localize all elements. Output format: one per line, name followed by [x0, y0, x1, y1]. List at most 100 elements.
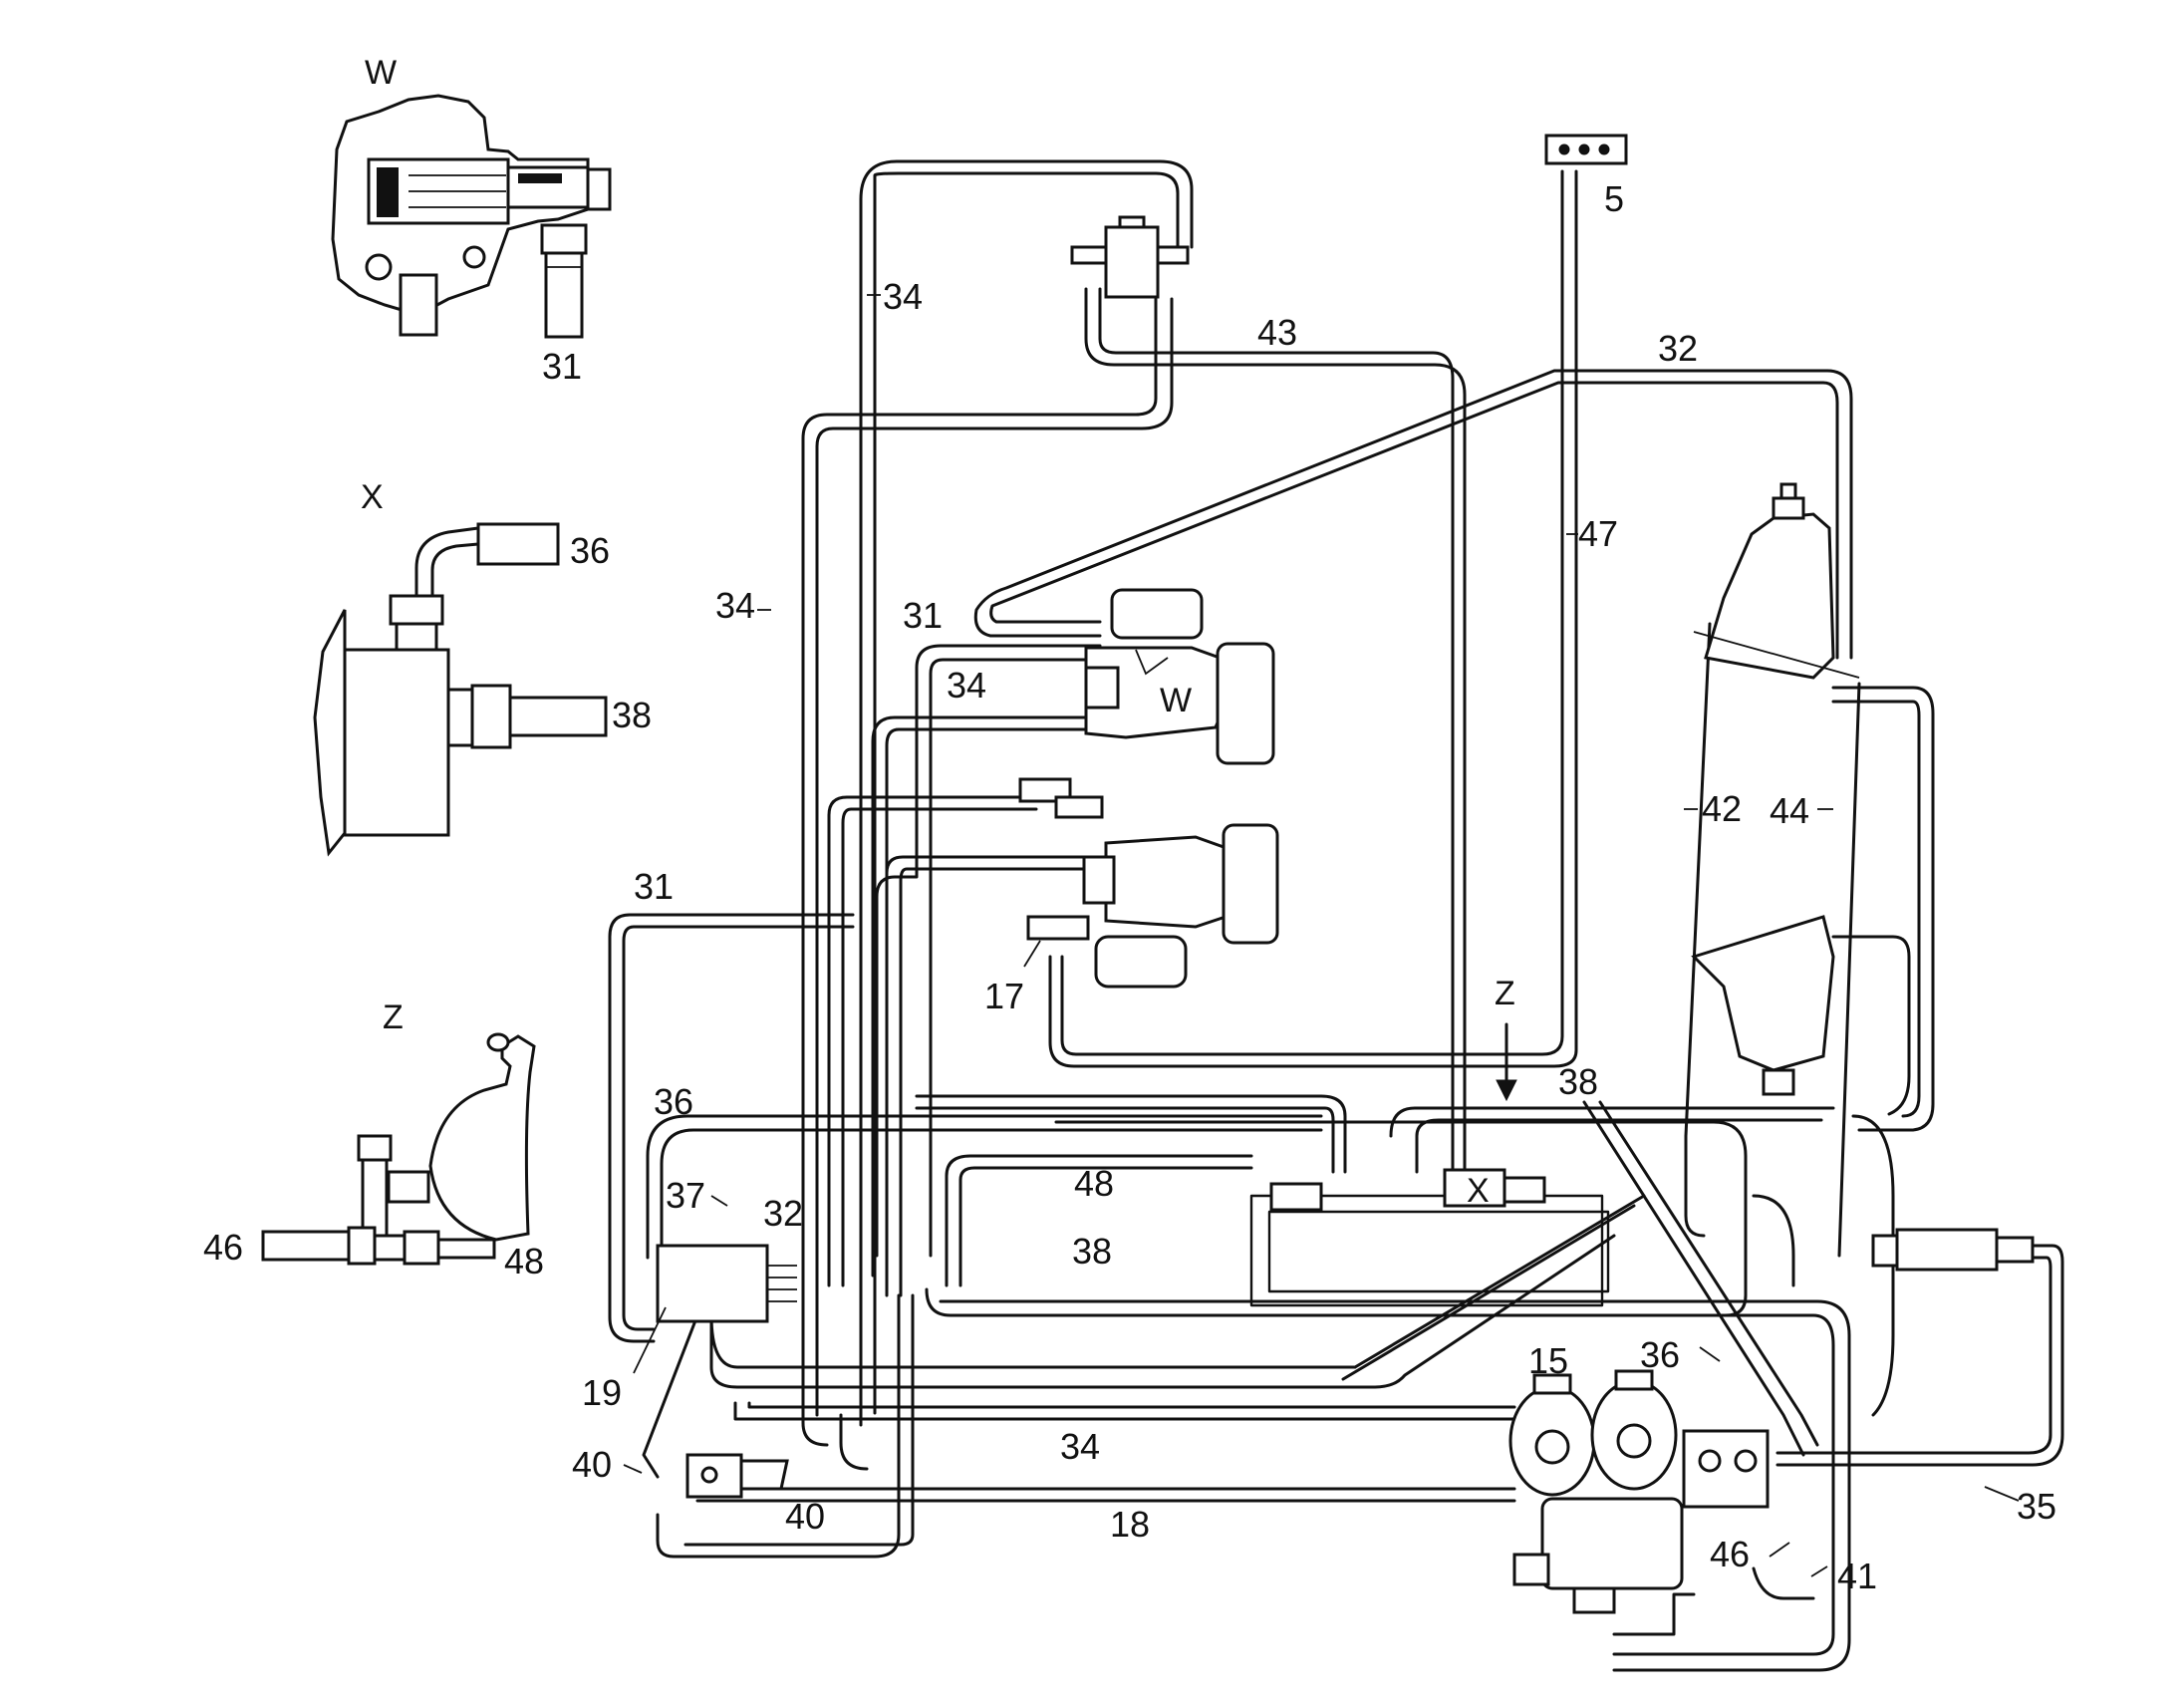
tick-41	[1810, 1565, 1828, 1577]
main-letter-w: W	[1160, 682, 1192, 719]
pipe-36-outer	[646, 1114, 1323, 1260]
pipe-41-inner	[939, 1299, 1851, 1672]
bent-pipe-36-inner	[430, 542, 480, 598]
switch-body	[343, 648, 450, 837]
pipe-38-top	[1389, 1106, 1835, 1138]
pressure-switch-x	[1443, 1168, 1506, 1208]
valve-40-lever	[739, 1459, 789, 1491]
pipe-network	[608, 159, 2064, 1672]
motor-fitting-left	[1512, 1553, 1550, 1586]
pipe-34-loop-outer	[859, 159, 1194, 1427]
pipe-36-inner	[660, 1128, 1323, 1260]
valve-40-knob	[700, 1466, 718, 1484]
distributor-19	[656, 1244, 769, 1323]
tick-46	[1769, 1542, 1790, 1558]
callout-38-top: 38	[1558, 1061, 1598, 1102]
lower-caliper-block	[1082, 855, 1116, 905]
motor-fitting-bottom	[1572, 1586, 1616, 1614]
connector-5-pin-2	[1578, 143, 1590, 155]
pipe-loop-small	[1752, 1194, 1795, 1287]
pipe-34-left-outer	[801, 297, 1158, 1447]
pipe-38-diag-1	[1582, 1100, 1805, 1457]
tee-nut-left	[347, 1226, 377, 1266]
callout-44: 44	[1770, 790, 1809, 831]
pump-15-right-cap	[1614, 1369, 1654, 1391]
callout-48: 48	[1074, 1163, 1114, 1204]
lower-caliper-body	[1104, 835, 1233, 929]
callout-31-upper: 31	[903, 595, 943, 636]
upper-motor-shaft-tip	[1779, 482, 1797, 500]
pipe-32-inner	[989, 381, 1839, 660]
lower-motor	[1691, 915, 1835, 1072]
top-neck	[395, 622, 438, 652]
sensor-35-nut	[1995, 1236, 2035, 1264]
pipe-34-mid	[871, 715, 1102, 1278]
tick-17	[1023, 940, 1041, 968]
pipe-43-outer	[1084, 287, 1467, 1174]
callout-38-mid: 38	[1072, 1231, 1112, 1272]
callout-42: 42	[1702, 788, 1742, 829]
bracket-plate	[313, 609, 347, 857]
callout-31-left: 31	[634, 866, 674, 907]
callout-18: 18	[1110, 1504, 1150, 1545]
pipe-upper-d	[899, 867, 1114, 1297]
callout-32-top: 32	[1658, 328, 1698, 369]
callout-15: 15	[1528, 1340, 1568, 1381]
pipe-46	[261, 1230, 351, 1262]
pump-15-left-cap	[1532, 1373, 1572, 1395]
tick-37	[710, 1195, 728, 1207]
pipe-44-lower	[1831, 935, 1911, 1116]
tick-40-left	[623, 1464, 643, 1474]
dome-cap	[486, 1032, 510, 1052]
pipe-upper-c	[885, 855, 1114, 1297]
tank-fitting-left	[1269, 1182, 1323, 1212]
pipe-19-to-40	[642, 1313, 699, 1479]
pipe-43-inner	[1098, 287, 1455, 1174]
tank-fitting-right	[1502, 1176, 1546, 1204]
pipe-44-loop-inner	[1831, 700, 1921, 1118]
pipe-41-outer	[925, 1287, 1835, 1656]
sensor-35	[1895, 1228, 1999, 1272]
pipe-38-top-inner	[1415, 1118, 1823, 1174]
callout-40-left: 40	[572, 1444, 612, 1485]
pipe-pump-out	[1612, 1592, 1696, 1636]
pipe-48-b	[915, 1106, 1335, 1174]
pipe-47-outer	[1060, 169, 1564, 1056]
pipe-18-left-corner	[839, 1413, 869, 1471]
top-valve-cap	[1118, 215, 1146, 229]
callout-34-top: 34	[883, 276, 923, 317]
detail-z-letter: Z	[383, 998, 404, 1036]
pipe-31-upper	[875, 644, 1102, 1258]
callout-34-mid: 34	[947, 665, 986, 706]
detail-x-label-36: 36	[570, 530, 610, 571]
pipe-31-upper-inner	[929, 658, 1102, 1258]
upper-fitting-b	[1054, 795, 1104, 819]
pipe-44	[1837, 682, 1861, 1258]
detail-z-label-46: 46	[203, 1227, 243, 1268]
fitting-17	[1026, 915, 1090, 941]
callout-41: 41	[1837, 1556, 1877, 1596]
pipe-34-bottom-a	[733, 1401, 1516, 1421]
pipe-46-hook	[1752, 1566, 1815, 1600]
valve-block-port-1	[1698, 1449, 1722, 1473]
callout-36-left: 36	[654, 1081, 693, 1122]
pipe-upper-a	[827, 795, 1038, 1287]
upper-w-pointer	[1135, 649, 1169, 676]
top-valve-body	[1104, 225, 1160, 299]
callout-34-left: 34	[715, 585, 755, 626]
tick-35	[1984, 1486, 2020, 1502]
pipe-32-diag-up	[1353, 1194, 1646, 1369]
upper-motor-mount	[1693, 631, 1860, 679]
lower-brake-cylinder	[1094, 935, 1188, 989]
pipe-38	[508, 696, 608, 737]
callout-17: 17	[984, 976, 1024, 1016]
detail-view-z: Z 46 48	[203, 998, 544, 1281]
pipe-35-outer	[1775, 1244, 2064, 1467]
tee-bottom	[373, 1234, 407, 1262]
pipe-32-outer	[973, 369, 1853, 660]
pipe-44-loop-outer	[1831, 686, 1935, 1132]
pipe-31-left-inner	[622, 925, 855, 1331]
tick-36-right	[1699, 1346, 1721, 1362]
bent-pipe-36	[414, 526, 480, 598]
